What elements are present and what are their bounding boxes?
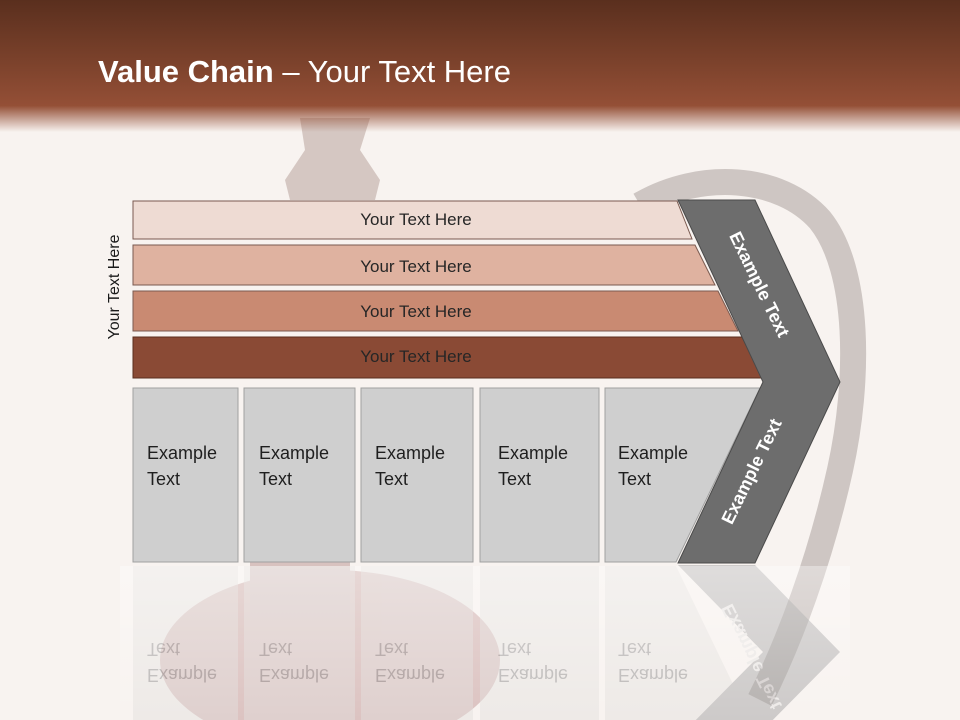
box-2-line1: Example <box>259 443 329 463</box>
band-3-label: Your Text Here <box>360 302 472 321</box>
box-4-line2: Text <box>498 469 531 489</box>
band-1 <box>132 200 693 240</box>
reflection-fade <box>120 566 850 720</box>
header-bar <box>0 0 960 132</box>
box-2-line2: Text <box>259 469 292 489</box>
title-bold: Value Chain <box>98 54 274 89</box>
box-1-line1: Example <box>147 443 217 463</box>
box-4 <box>479 387 600 563</box>
box-1-line2: Text <box>147 469 180 489</box>
slide-title: Value Chain – Your Text Here <box>98 54 511 90</box>
margin-chevron <box>677 199 841 564</box>
title-rest: – Your Text Here <box>273 54 511 89</box>
box-5 <box>604 387 761 563</box>
box-1 <box>132 387 239 563</box>
band-2-label: Your Text Here <box>360 257 472 276</box>
band-2 <box>132 244 716 286</box>
band-4-label: Your Text Here <box>360 347 472 366</box>
band-3 <box>132 290 739 332</box>
box-2 <box>243 387 356 563</box>
box-5-line1: Example <box>618 443 688 463</box>
box-4-line1: Example <box>498 443 568 463</box>
band-1-label: Your Text Here <box>360 210 472 229</box>
box-3 <box>360 387 474 563</box>
box-5-line2: Text <box>618 469 651 489</box>
box-3-line1: Example <box>375 443 445 463</box>
box-3-line2: Text <box>375 469 408 489</box>
